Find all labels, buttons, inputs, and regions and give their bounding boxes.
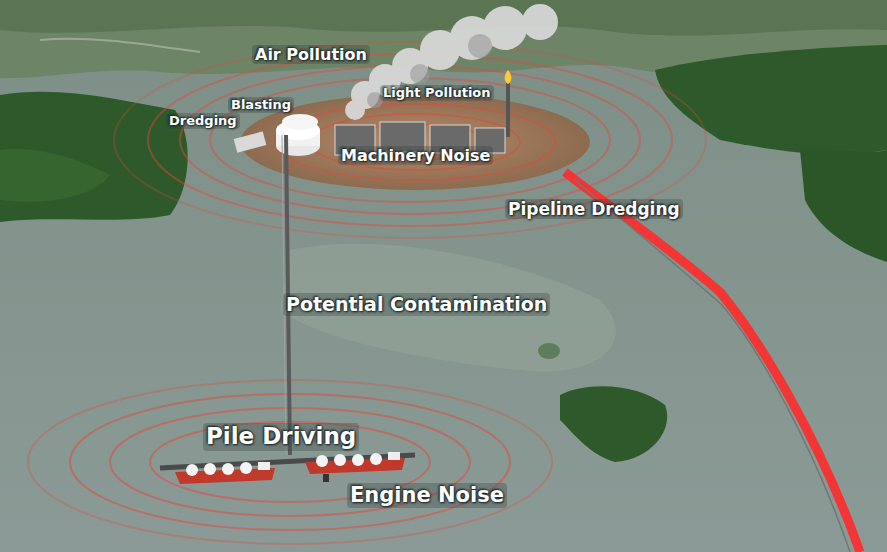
impact-label: Potential Contamination [283, 293, 550, 316]
impact-label: Machinery Noise [338, 146, 493, 165]
impact-label: Engine Noise [347, 483, 507, 508]
impact-label: Blasting [228, 97, 294, 113]
impact-label: Air Pollution [252, 45, 370, 64]
impact-label: Light Pollution [380, 85, 494, 101]
impact-label: Dredging [166, 113, 240, 129]
impact-label: Pipeline Dredging [505, 199, 683, 219]
impact-label: Pile Driving [203, 423, 359, 451]
